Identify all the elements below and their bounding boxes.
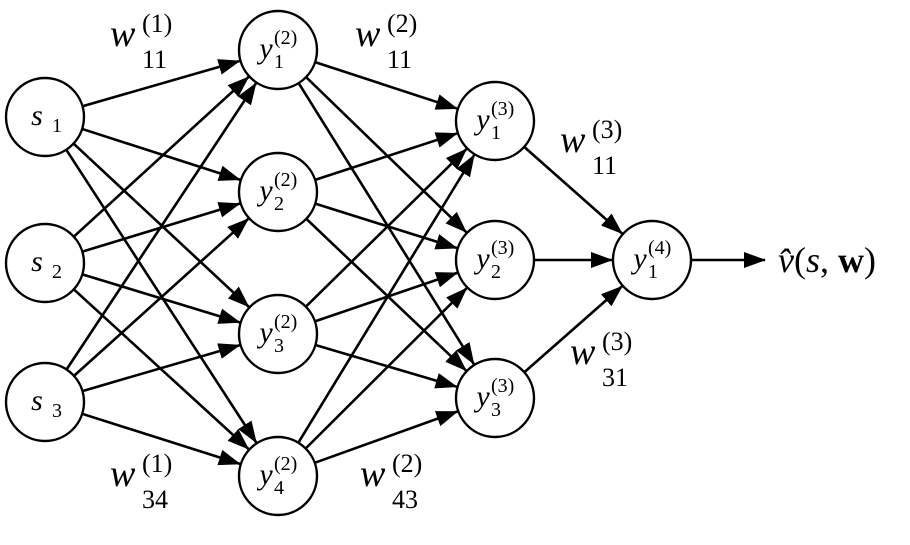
- output-s: s: [806, 240, 820, 280]
- svg-text:s: s: [31, 384, 43, 417]
- node-s2-base: s: [31, 245, 43, 278]
- node-h21-sub: 1: [274, 51, 284, 73]
- weight-label-w1-11: w (1) 11: [110, 9, 172, 74]
- node-s1-base: s: [31, 99, 43, 132]
- node-s3-base: s: [31, 384, 43, 417]
- node-s1-sub: 1: [52, 115, 62, 137]
- w1-34-sub: 34: [142, 485, 168, 514]
- edge-s1-h22: [81, 127, 241, 181]
- weight-label-w3-31: w (3) 31: [570, 327, 632, 392]
- edge-h21-h31: [314, 60, 458, 110]
- node-h22-sup: (2): [274, 169, 297, 191]
- node-h23-sup: (2): [274, 311, 297, 333]
- hidden-node-y3-2: y (2) 3: [237, 293, 319, 375]
- input-node-s1: s 1: [4, 76, 86, 158]
- hidden-node-y1-2: y (2) 1: [237, 9, 319, 91]
- edges: [65, 59, 766, 466]
- edge-h33-h41: [523, 285, 623, 374]
- edge-h21-h32: [305, 76, 468, 234]
- w2-43-base: w: [360, 453, 386, 495]
- w3-31-sup: (3): [602, 327, 632, 356]
- input-node-s2: s 2: [4, 222, 86, 304]
- edge-s1-h21: [82, 59, 241, 108]
- node-h31-sub: 1: [491, 122, 501, 144]
- node-h41-base: y: [630, 242, 647, 275]
- node-h33-sup: (3): [491, 375, 514, 397]
- hidden-node-y1-3: y (3) 1: [454, 80, 536, 162]
- node-h31-sup: (3): [491, 98, 514, 120]
- output-close: ): [864, 240, 876, 280]
- node-s2-sub: 2: [52, 261, 62, 283]
- node-h24-sup: (2): [274, 453, 297, 475]
- weight-label-w3-11: w (3) 11: [560, 115, 622, 180]
- hidden-node-y4-2: y (2) 4: [237, 435, 319, 517]
- edge-h23-h33: [315, 343, 458, 389]
- edge-h31-h41: [523, 145, 623, 235]
- output-node-y1-4: y (4) 1: [611, 219, 693, 301]
- hidden-node-y2-2: y (2) 2: [237, 151, 319, 233]
- w2-11-base: w: [355, 13, 381, 55]
- edge-h22-h32: [314, 202, 458, 250]
- edge-s3-h23: [82, 343, 241, 393]
- w2-11-sub: 11: [387, 45, 412, 74]
- node-h22-sub: 2: [274, 193, 284, 215]
- w3-11-sup: (3): [592, 115, 622, 144]
- w2-11-sup: (2): [387, 9, 417, 38]
- output-open: (: [794, 240, 806, 280]
- w2-43-sup: (2): [392, 449, 422, 478]
- w3-31-base: w: [570, 331, 596, 373]
- edge-s2-h21: [72, 76, 250, 238]
- node-h21-base: y: [256, 32, 273, 65]
- w2-43-sub: 43: [392, 485, 418, 514]
- edge-h24-h31: [297, 154, 476, 444]
- output-label: v̂(s, w): [778, 240, 876, 280]
- edge-h24-h33: [314, 410, 459, 465]
- edge-s3-h24: [81, 412, 241, 466]
- w3-31-sub: 31: [602, 363, 628, 392]
- weight-label-w2-11: w (2) 11: [355, 9, 417, 74]
- w3-11-base: w: [560, 119, 586, 161]
- node-h41-sub: 1: [648, 261, 658, 283]
- w1-34-sup: (1): [142, 449, 172, 478]
- edge-s3-h22: [73, 217, 250, 377]
- edge-h23-h31: [304, 148, 468, 308]
- weight-label-w1-34: w (1) 34: [110, 449, 172, 514]
- edge-h24-h32: [304, 287, 468, 450]
- node-h33-sub: 3: [491, 399, 501, 421]
- node-h24-sub: 4: [274, 477, 284, 499]
- node-s3-sub: 3: [52, 400, 62, 422]
- output-comma: ,: [820, 240, 838, 280]
- node-h32-sub: 2: [491, 261, 501, 283]
- node-h33-base: y: [473, 380, 490, 413]
- w1-34-base: w: [110, 453, 136, 495]
- svg-text:s: s: [31, 245, 43, 278]
- edge-s3-h21: [65, 82, 258, 371]
- node-h41-sup: (4): [648, 237, 671, 259]
- node-h32-base: y: [473, 242, 490, 275]
- node-h21-sup: (2): [274, 27, 297, 49]
- w1-11-base: w: [110, 13, 136, 55]
- edge-h22-h33: [305, 217, 467, 372]
- node-h23-base: y: [256, 316, 273, 349]
- w1-11-sup: (1): [142, 9, 172, 38]
- node-h32-sup: (3): [491, 237, 514, 259]
- edge-h21-h33: [297, 82, 475, 365]
- node-h24-base: y: [256, 458, 273, 491]
- w1-11-sub: 11: [142, 45, 167, 74]
- edge-h22-h31: [314, 132, 458, 182]
- node-h23-sub: 3: [274, 335, 284, 357]
- output-w: w: [838, 240, 864, 280]
- node-h31-base: y: [473, 103, 490, 136]
- node-h22-base: y: [256, 174, 273, 207]
- w3-11-sub: 11: [592, 151, 617, 180]
- svg-text:s: s: [31, 99, 43, 132]
- hidden-node-y3-3: y (3) 3: [454, 357, 536, 439]
- input-node-s3: s 3: [4, 361, 86, 443]
- output-vhat: v̂: [778, 240, 794, 280]
- hidden-node-y2-3: y (3) 2: [454, 219, 536, 301]
- weight-label-w2-43: w (2) 43: [360, 449, 422, 514]
